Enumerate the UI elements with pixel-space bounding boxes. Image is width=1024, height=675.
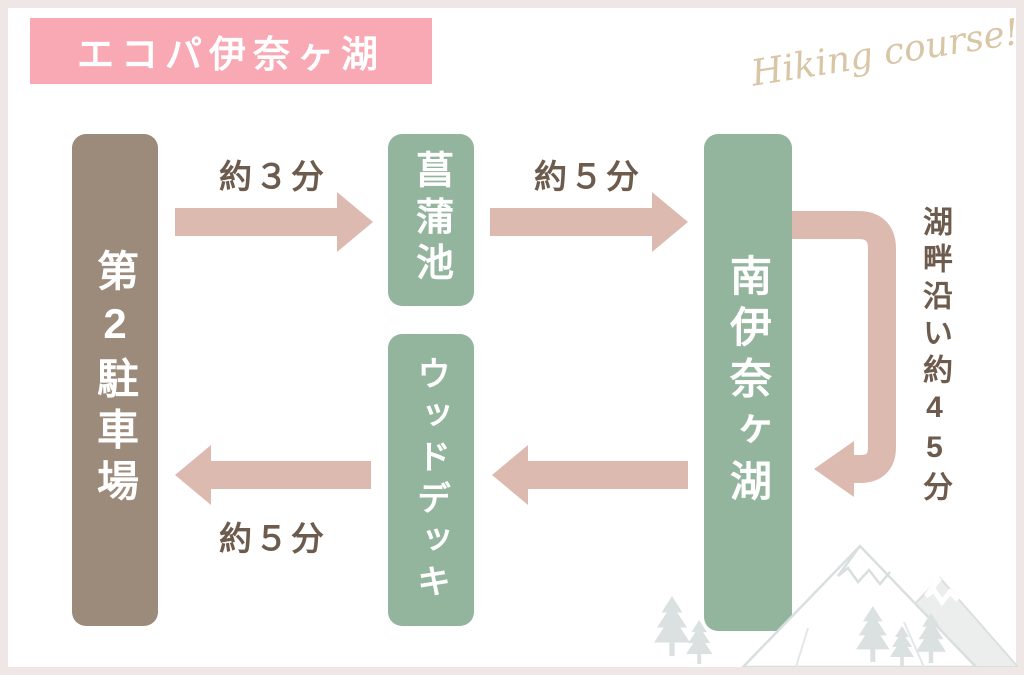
arrow-head-right-icon — [652, 192, 688, 252]
page-title: エコパ伊奈ヶ湖 — [30, 18, 432, 84]
edge-label-deck-to-parking: 約５分 — [219, 520, 327, 557]
edge-label-parking-to-pond: 約３分 — [219, 158, 327, 195]
arrow-lakeshore-loop — [792, 211, 896, 497]
node-wood-deck-label: ウッドデッキ — [411, 355, 450, 605]
node-parking-label: 第2駐車場 — [91, 249, 139, 511]
edge-label-pond-to-lake: 約５分 — [534, 158, 642, 195]
arrow-body — [528, 461, 688, 489]
arrow-head-left-icon — [814, 441, 854, 497]
arrow-head-left-icon — [492, 445, 528, 505]
arrow-head-right-icon — [337, 192, 373, 252]
node-minami-inagako: 南伊奈ヶ湖 — [704, 134, 792, 631]
page-title-text: エコパ伊奈ヶ湖 — [77, 34, 385, 75]
node-shobu-pond: 菖蒲池 — [388, 134, 474, 306]
arrow-body — [490, 208, 652, 236]
mountains-decoration — [654, 544, 1018, 667]
edge-label-lakeshore: 湖畔沿い約45分 — [918, 206, 951, 508]
node-parking: 第2駐車場 — [72, 134, 158, 626]
arrow-body — [175, 208, 337, 236]
arrow-head-left-icon — [175, 445, 211, 505]
node-shobu-pond-label: 菖蒲池 — [409, 150, 452, 290]
node-minami-inagako-label: 南伊奈ヶ湖 — [724, 254, 772, 511]
arrow-body — [211, 461, 371, 489]
node-wood-deck: ウッドデッキ — [388, 334, 474, 626]
